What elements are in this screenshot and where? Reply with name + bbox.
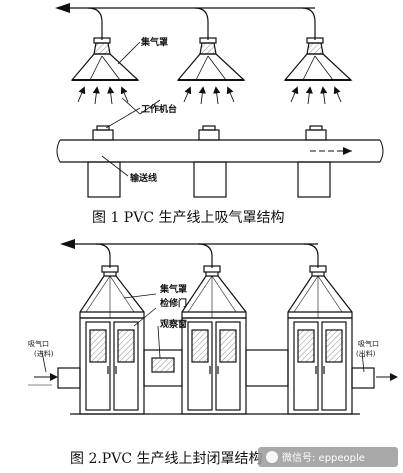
exhaust-hood-1 <box>70 37 140 81</box>
label-inlet-feed: (进料) <box>34 349 54 358</box>
suction-arrows-1 <box>77 86 342 105</box>
watermark-text: 微信号: eppeople <box>282 451 365 464</box>
work-machines-1 <box>92 125 327 141</box>
support-legs-1 <box>87 161 331 198</box>
flow-arrows-2 <box>28 373 398 386</box>
label-workbench-1: 工作机台 <box>141 103 177 115</box>
label-hood-1: 集气罩 <box>140 36 168 48</box>
exhaust-duct-2 <box>60 239 319 268</box>
caption-figure-1: 图 1 PVC 生产线上吸气罩结构 <box>92 210 285 226</box>
enclosure-1 <box>79 265 145 415</box>
label-outlet-discharge: (出料) <box>356 349 376 358</box>
enclosure-2 <box>181 265 247 415</box>
exhaust-hood-2 <box>176 37 246 81</box>
label-hood-2: 集气罩 <box>159 283 187 295</box>
figure-1 <box>55 3 384 198</box>
enclosure-3 <box>287 265 353 415</box>
watermark: 微信号: eppeople <box>258 447 398 467</box>
label-window: 观察窗 <box>160 318 187 330</box>
figure-2 <box>28 239 398 415</box>
caption-figure-2: 图 2.PVC 生产线上封闭罩结构 <box>70 451 263 467</box>
label-door: 检修门 <box>160 297 187 309</box>
exhaust-hood-3 <box>283 37 353 81</box>
label-outlet: 吸气口 <box>358 339 379 348</box>
label-inlet: 吸气口 <box>28 339 49 348</box>
label-conveyor-1: 输送线 <box>130 172 157 184</box>
leader-lines-2 <box>41 293 365 373</box>
leader-lines-1 <box>101 41 161 177</box>
connecting-tunnels <box>57 349 375 389</box>
exhaust-duct-1 <box>55 3 316 40</box>
